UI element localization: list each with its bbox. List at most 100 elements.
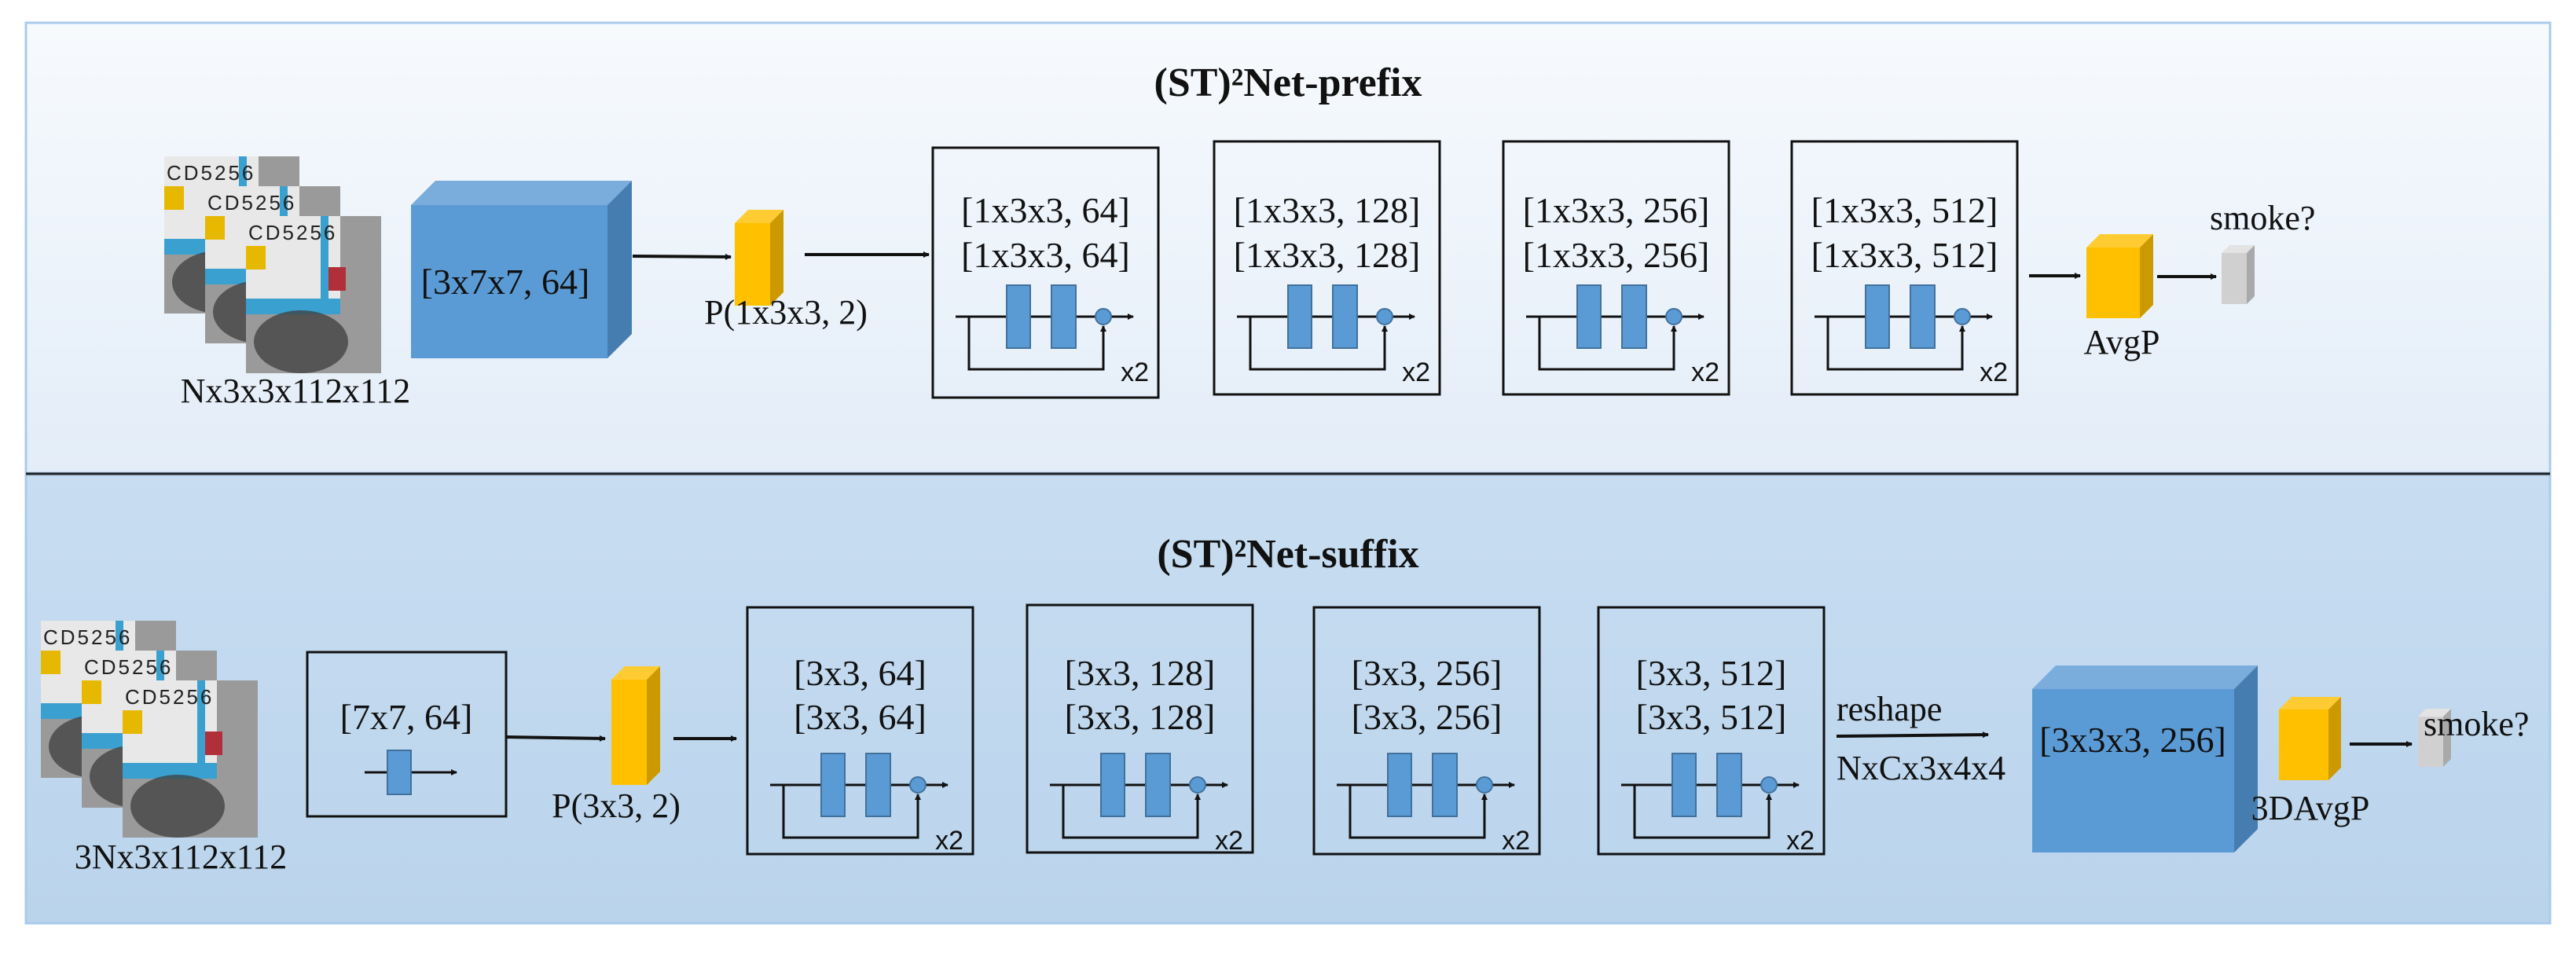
license-plate xyxy=(164,186,184,210)
suffix-conv3d-cube-top xyxy=(2032,666,2258,689)
prefix-output-cube-front xyxy=(2222,253,2247,304)
prefix-block-2-line2: [1x3x3, 128] xyxy=(1234,235,1421,275)
add-node xyxy=(1476,776,1493,794)
suffix-output-cube xyxy=(2418,709,2451,767)
reshape-label: reshape xyxy=(1837,690,1942,728)
prefix-title: (ST)²Net-prefix xyxy=(1154,60,1422,105)
smoke xyxy=(130,775,225,838)
prefix-avgpool-label: AvgP xyxy=(2084,323,2160,361)
conv-layer xyxy=(1051,284,1077,349)
conv-layer xyxy=(1287,284,1312,349)
suffix-conv3d-cube-side xyxy=(2234,666,2258,852)
suffix-block-2-line2: [3x3, 128] xyxy=(1065,697,1216,737)
suffix-output-label: smoke? xyxy=(2424,705,2529,743)
suffix-block-3-line2: [3x3, 256] xyxy=(1352,697,1503,737)
suffix-residual-1 xyxy=(770,753,949,839)
prefix-avgpool-cube-top xyxy=(2086,234,2153,248)
prefix-block-1-repeat: x2 xyxy=(1121,358,1149,387)
suffix-block-2-repeat: x2 xyxy=(1215,826,1243,856)
suffix-block-3-line1: [3x3, 256] xyxy=(1352,653,1503,693)
prefix-output-cube-side xyxy=(2247,245,2255,304)
add-node xyxy=(909,776,927,794)
suffix-avgpool-cube-front xyxy=(2279,710,2328,780)
prefix-block-3-line2: [1x3x3, 256] xyxy=(1523,235,1710,275)
prefix-conv-label: [3x7x7, 64] xyxy=(421,262,590,302)
suffix-residual-2 xyxy=(1050,753,1228,839)
suffix-block-1-repeat: x2 xyxy=(935,826,963,856)
suffix-residual-3 xyxy=(1337,753,1515,839)
suffix-output-cube-side xyxy=(2443,709,2451,767)
suffix-block-4-line2: [3x3, 512] xyxy=(1636,697,1787,737)
prefix-pool-block-side xyxy=(770,210,783,306)
add-node xyxy=(1665,308,1682,325)
smoke xyxy=(254,310,348,373)
mini-conv-layer xyxy=(387,750,412,795)
plate-number-text: CD5256 xyxy=(84,655,173,679)
suffix-conv-label: [7x7, 64] xyxy=(340,697,473,737)
skip-connection xyxy=(1538,317,1677,371)
suffix-block-4 xyxy=(1597,606,1826,856)
conv-layer xyxy=(1387,753,1412,817)
reshape-arrow xyxy=(1836,732,1989,739)
prefix-output-label: smoke? xyxy=(2210,199,2315,237)
suffix-block-2 xyxy=(1026,603,1254,854)
add-node xyxy=(1189,776,1206,794)
prefix-block-2-repeat: x2 xyxy=(1402,358,1430,387)
plate-number-text: CD5256 xyxy=(207,191,296,214)
conv-layer xyxy=(1716,753,1742,817)
bus-bumper xyxy=(246,299,340,314)
conv-layer xyxy=(1006,284,1031,349)
plate-number-text: CD5256 xyxy=(248,221,337,244)
conv-layer xyxy=(865,753,891,817)
prefix-conv-cube-side xyxy=(607,181,632,358)
license-plate xyxy=(123,710,142,734)
suffix-avgpool-cube xyxy=(2279,697,2341,780)
license-plate xyxy=(246,246,266,270)
prefix-output-cube-top xyxy=(2222,245,2255,253)
prefix-block-3-line1: [1x3x3, 256] xyxy=(1523,190,1710,230)
conv-layer xyxy=(1432,753,1458,817)
tail-light xyxy=(205,732,222,755)
skip-connection xyxy=(1062,785,1201,839)
license-plate xyxy=(82,680,101,704)
conv-layer xyxy=(1576,284,1602,349)
conv-layer xyxy=(1100,753,1125,817)
add-node xyxy=(1760,776,1778,794)
arrow xyxy=(505,735,606,742)
prefix-residual-1 xyxy=(956,284,1134,371)
conv-layer xyxy=(1865,284,1890,349)
skip-connection xyxy=(782,785,921,839)
suffix-output-cube-front xyxy=(2418,717,2443,767)
add-node xyxy=(1376,308,1393,325)
prefix-pool-block-top xyxy=(735,210,783,223)
suffix-block-4-repeat: x2 xyxy=(1786,826,1815,856)
license-plate xyxy=(41,651,61,674)
suffix-title: (ST)²Net-suffix xyxy=(1157,532,1418,577)
conv-layer xyxy=(1332,284,1358,349)
suffix-block-4-line1: [3x3, 512] xyxy=(1636,653,1787,693)
prefix-avgpool-cube-side xyxy=(2140,234,2153,318)
suffix-input-label: 3Nx3x112x112 xyxy=(75,838,288,876)
suffix-block-3 xyxy=(1312,606,1541,856)
prefix-block-3 xyxy=(1502,140,1730,396)
prefix-block-4-line2: [1x3x3, 512] xyxy=(1811,235,1998,275)
suffix-pool-block-front xyxy=(611,680,647,785)
suffix-residual-4 xyxy=(1621,753,1800,839)
suffix-block-1 xyxy=(746,606,974,856)
prefix-block-4-line1: [1x3x3, 512] xyxy=(1811,190,1998,230)
prefix-block-4 xyxy=(1790,140,2019,396)
suffix-block-1-line2: [3x3, 64] xyxy=(794,697,927,737)
skip-connection xyxy=(1249,317,1388,371)
suffix-block-3-repeat: x2 xyxy=(1502,826,1530,856)
suffix-block-1-line1: [3x3, 64] xyxy=(794,653,927,693)
suffix-pool-block xyxy=(611,666,660,785)
bus-stripe xyxy=(321,216,328,314)
prefix-block-4-repeat: x2 xyxy=(1980,358,2008,387)
suffix-pool-block-side xyxy=(647,666,660,785)
prefix-pool-block xyxy=(735,210,783,306)
license-plate xyxy=(205,216,225,240)
plate-number-text: CD5256 xyxy=(125,685,214,709)
suffix-avgpool-cube-side xyxy=(2328,697,2341,780)
prefix-pool-block-front xyxy=(735,223,770,306)
